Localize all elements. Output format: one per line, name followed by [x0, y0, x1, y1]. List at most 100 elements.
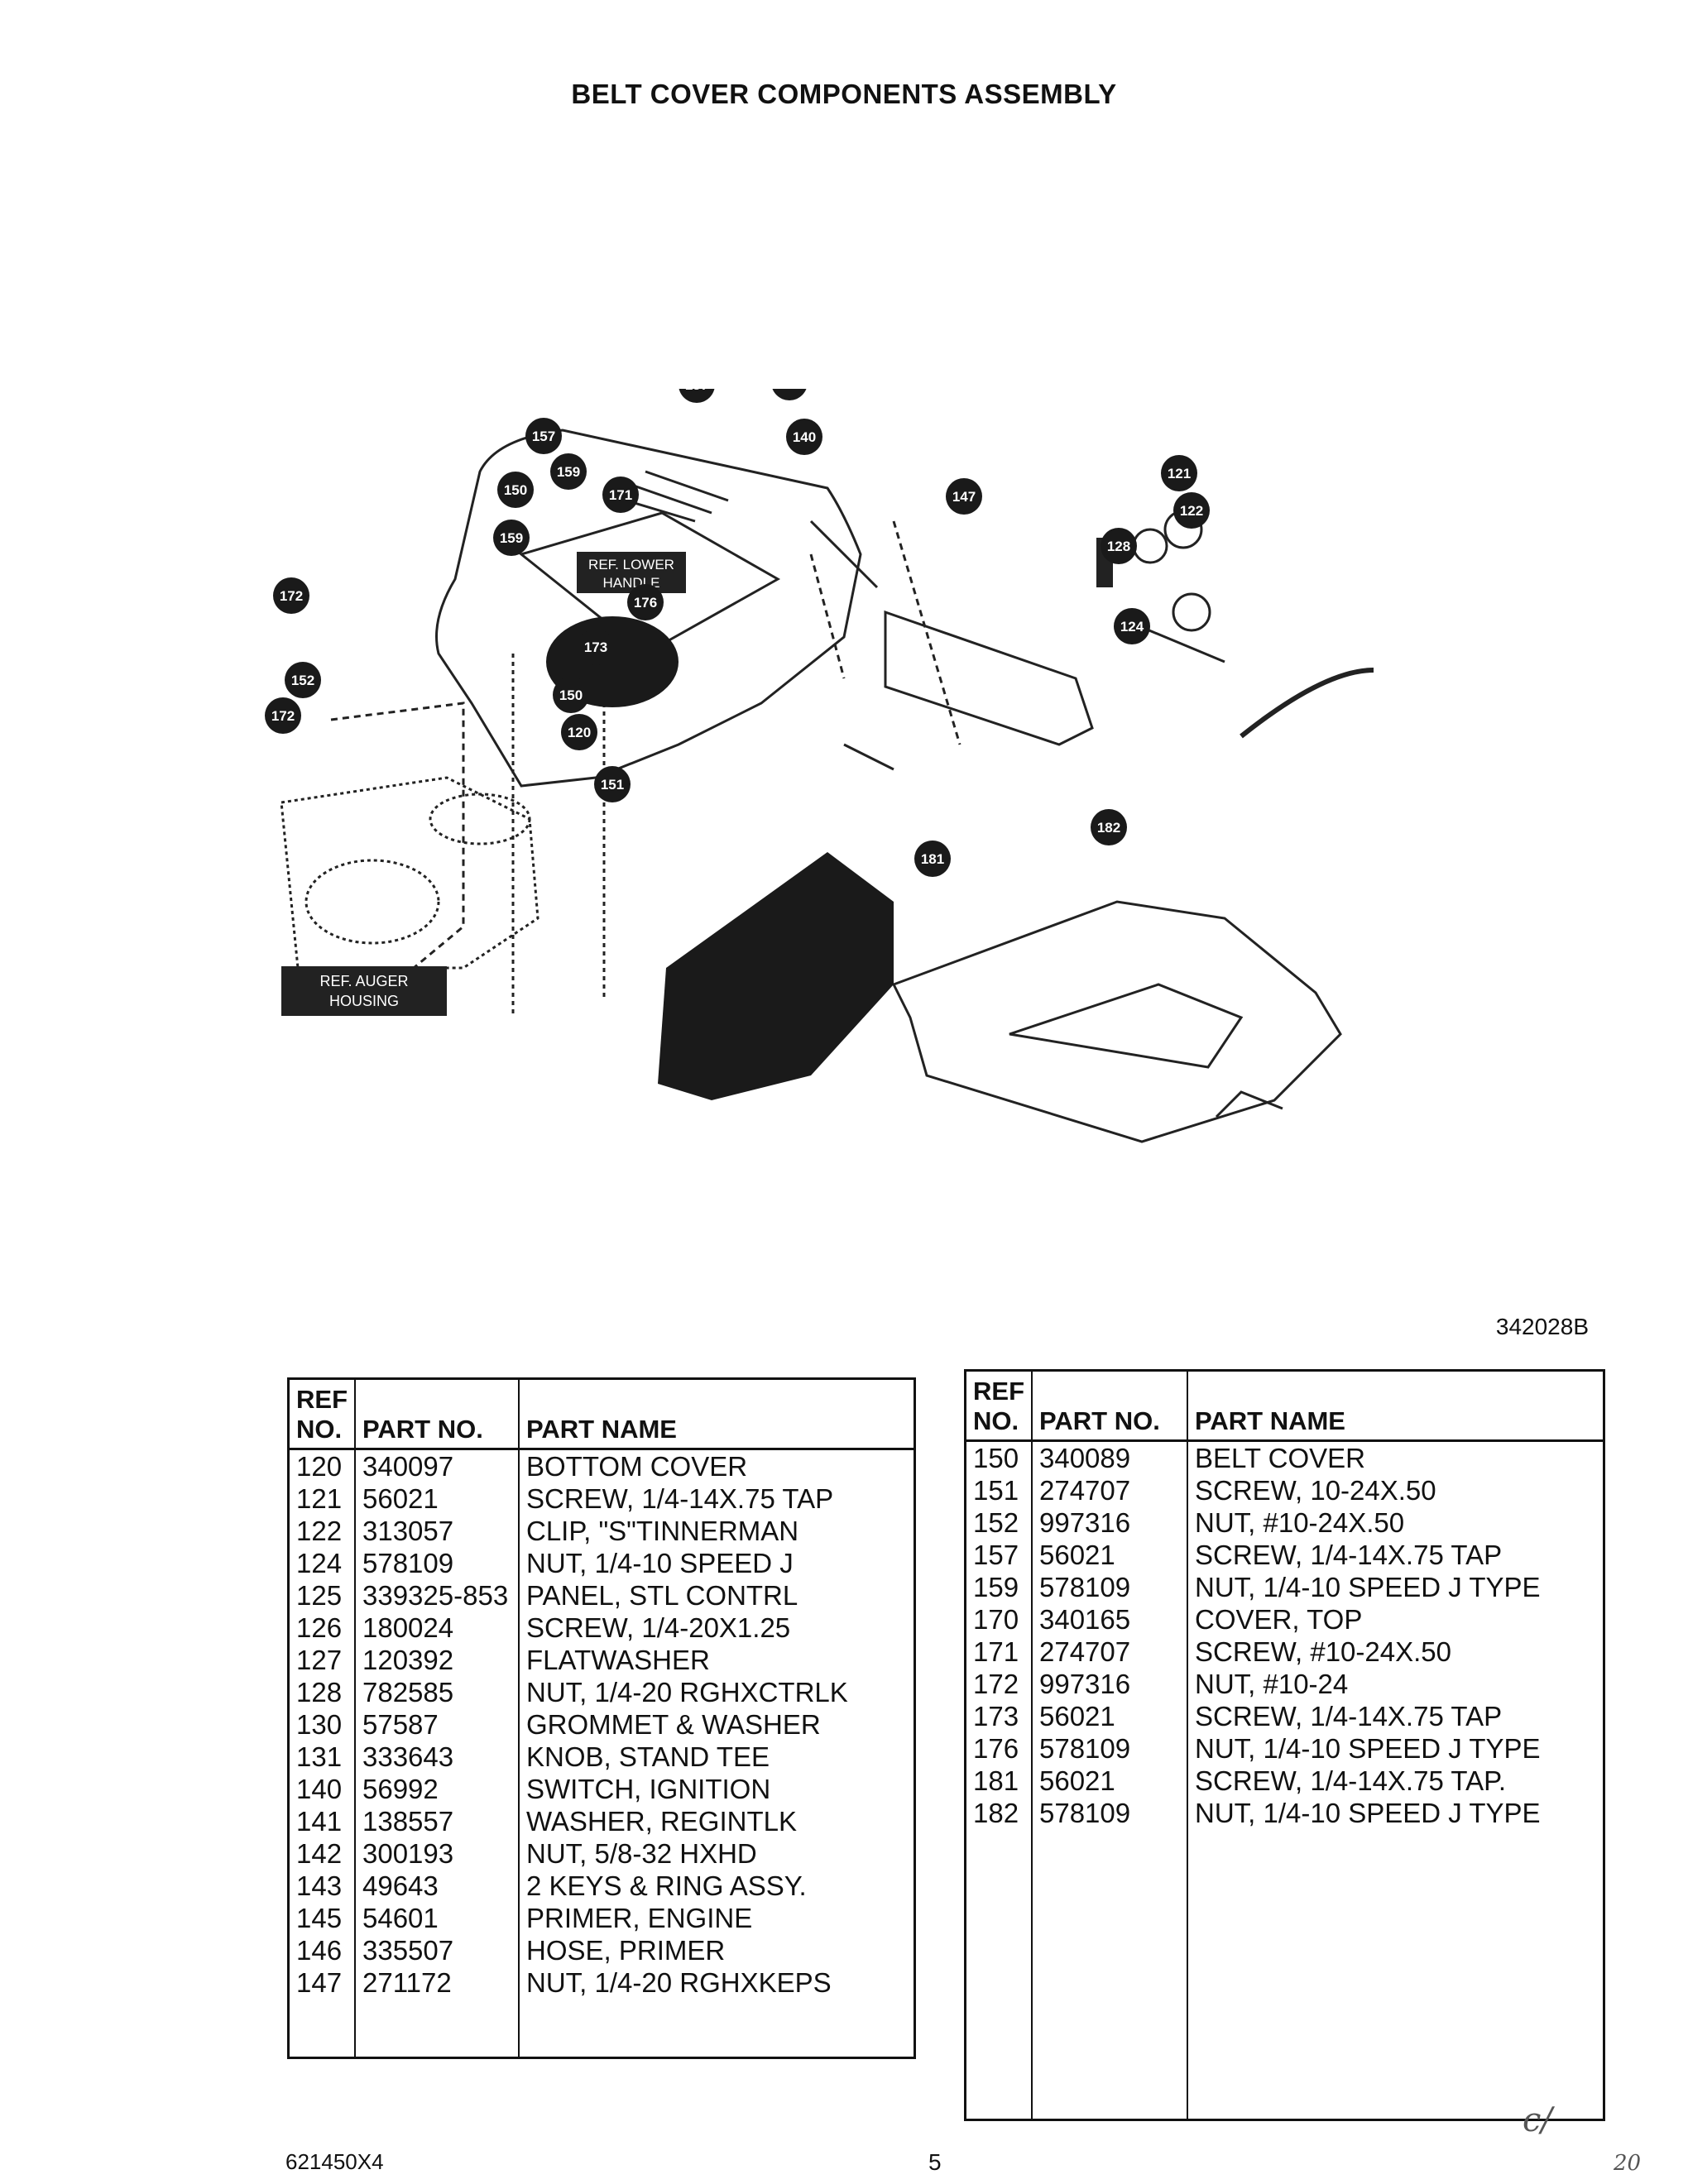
ref-no-cell: 173	[965, 1700, 1033, 1732]
ref-no-cell: 143	[288, 1870, 356, 1902]
callout-badge-172: 172	[265, 697, 301, 734]
ref-no-cell: 171	[965, 1636, 1033, 1668]
svg-text:150: 150	[559, 687, 583, 703]
part-name-cell: NUT, 1/4-20 RGHXCTRLK	[526, 1677, 848, 1707]
part-no-cell: 333643	[355, 1741, 520, 1773]
ref-no-cell: 146	[288, 1934, 356, 1966]
ref-no-cell: 130	[288, 1708, 356, 1741]
part-no-cell: 56021	[1032, 1700, 1188, 1732]
part-no-cell: 578109	[1032, 1797, 1188, 1829]
callout-badge-150: 150	[553, 677, 589, 713]
ref-no-cell: 124	[288, 1547, 356, 1579]
callout-badge-171: 171	[602, 477, 639, 513]
part-no-cell: 339325-853	[355, 1579, 520, 1612]
svg-text:120: 120	[568, 725, 591, 740]
svg-text:122: 122	[1180, 503, 1203, 519]
ref-no-cell: 152	[965, 1506, 1033, 1539]
svg-text:176: 176	[634, 595, 657, 611]
ref-lower-handle-label: REF. LOWER HANDLE	[577, 552, 686, 593]
ref-no-cell: 150	[965, 1440, 1033, 1474]
part-no-cell: 340089	[1032, 1440, 1188, 1474]
callout-badge-157: 157	[525, 418, 562, 454]
svg-text:181: 181	[921, 851, 944, 867]
svg-text:171: 171	[609, 487, 632, 503]
part-name-cell: PRIMER, ENGINE	[526, 1903, 753, 1933]
ref-no-cell: 157	[965, 1539, 1033, 1571]
callout-badge-150: 150	[497, 472, 534, 508]
ref-no-cell: 121	[288, 1482, 356, 1515]
part-name-cell: NUT, 1/4-20 RGHXKEPS	[526, 1967, 832, 1998]
part-name-cell: BELT COVER	[1195, 1443, 1366, 1473]
part-name-cell: KNOB, STAND TEE	[526, 1741, 770, 1772]
part-no-header: PART NO.	[355, 1378, 520, 1450]
part-no-cell: 271172	[355, 1966, 520, 1999]
ref-no-cell: 125	[288, 1579, 356, 1612]
part-no-cell: 578109	[1032, 1732, 1188, 1765]
figure-code: 342028B	[1495, 1314, 1589, 1339]
callout-badge-128: 128	[1101, 528, 1137, 564]
svg-text:159: 159	[500, 530, 523, 546]
callout-badge-159: 159	[493, 520, 530, 556]
svg-text:173: 173	[584, 639, 607, 655]
part-name-cell: SCREW, 1/4-14X.75 TAP	[526, 1483, 834, 1514]
svg-text:REF. LOWER: REF. LOWER	[588, 557, 674, 572]
part-no-cell: 997316	[1032, 1668, 1188, 1700]
part-name-cell: SWITCH, IGNITION	[526, 1774, 771, 1804]
svg-text:HOUSING: HOUSING	[329, 993, 399, 1009]
part-no-cell: 57587	[355, 1708, 520, 1741]
ref-no-cell: 176	[965, 1732, 1033, 1765]
ref-no-cell: 131	[288, 1741, 356, 1773]
part-no-cell: 335507	[355, 1934, 520, 1966]
part-no-cell: 56021	[355, 1482, 520, 1515]
part-name-cell: SCREW, 1/4-14X.75 TAP	[1195, 1540, 1503, 1570]
ref-no-cell: 151	[965, 1474, 1033, 1506]
callout-badge-182: 182	[1091, 809, 1127, 845]
svg-text:159: 159	[557, 464, 580, 480]
part-no-cell: 56021	[1032, 1765, 1188, 1797]
ref-no-cell: 145	[288, 1902, 356, 1934]
ref-no-cell: 159	[965, 1571, 1033, 1603]
svg-text:128: 128	[1107, 539, 1130, 554]
handwritten-mark: c/	[1523, 2101, 1552, 2139]
part-no-cell: 300193	[355, 1837, 520, 1870]
svg-text:157: 157	[532, 429, 555, 444]
part-name-cell: 2 KEYS & RING ASSY.	[526, 1870, 807, 1901]
callout-badge-140: 140	[786, 419, 822, 455]
ref-no-cell: 128	[288, 1676, 356, 1708]
svg-text:124: 124	[1120, 619, 1144, 635]
part-no-cell: 340097	[355, 1449, 520, 1482]
part-name-cell: GROMMET & WASHER	[526, 1709, 821, 1740]
part-name-header: PART NAME	[519, 1378, 915, 1450]
ref-no-cell: 142	[288, 1837, 356, 1870]
ref-no-cell: 170	[965, 1603, 1033, 1636]
ref-no-cell: 172	[965, 1668, 1033, 1700]
part-no-cell: 274707	[1032, 1636, 1188, 1668]
ref-no-cell: 140	[288, 1773, 356, 1805]
callout-badge-122: 122	[772, 389, 807, 400]
part-name-cell: NUT, 1/4-10 SPEED J TYPE	[1195, 1798, 1541, 1828]
callout-badge-122: 122	[1173, 492, 1210, 529]
part-name-cell: SCREW, #10-24X.50	[1195, 1636, 1451, 1667]
ref-no-cell: 182	[965, 1797, 1033, 1829]
part-name-cell: FLATWASHER	[526, 1645, 710, 1675]
part-name-cell: SCREW, 10-24X.50	[1195, 1475, 1436, 1506]
part-no-cell: 782585	[355, 1676, 520, 1708]
